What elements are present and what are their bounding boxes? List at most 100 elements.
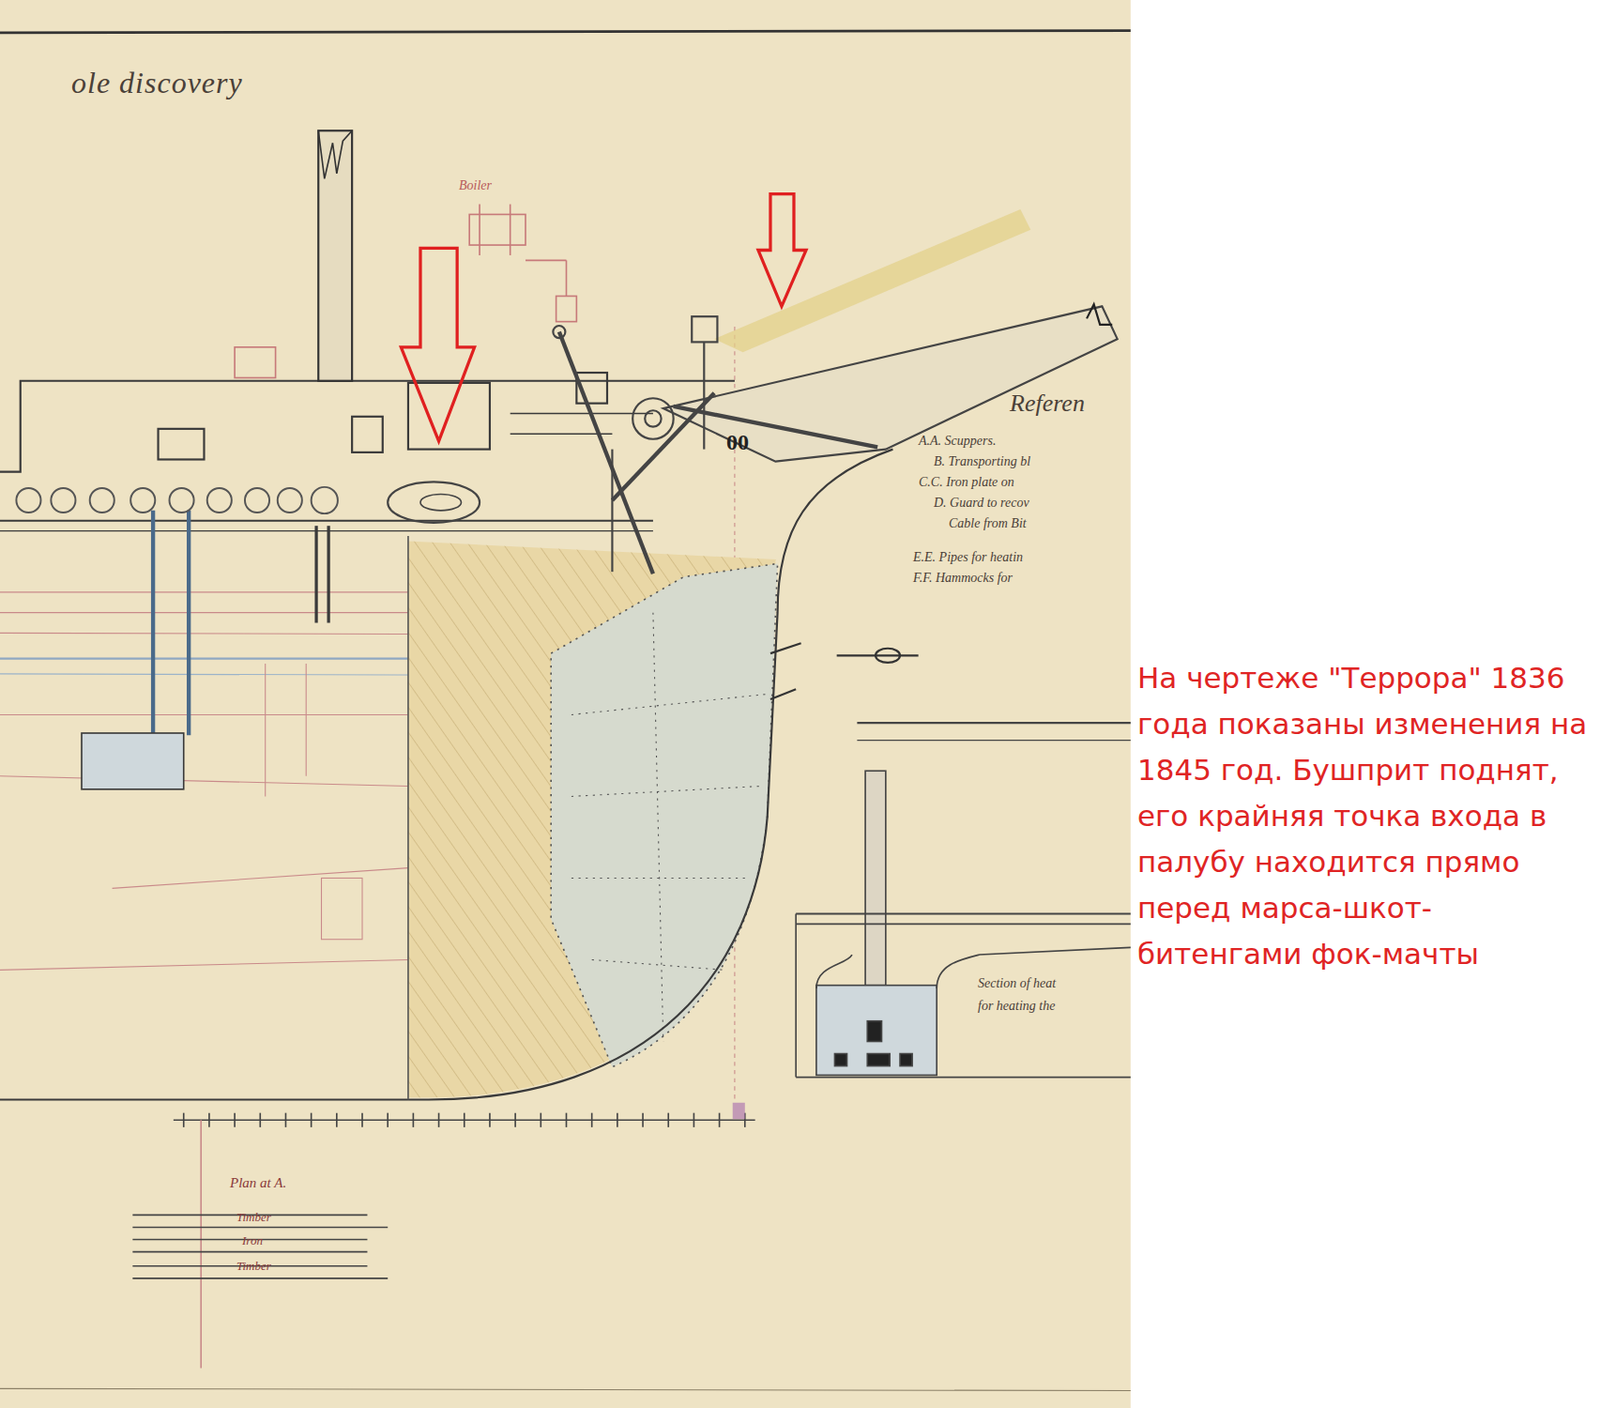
hull-bow [0,449,893,1100]
bowsprit [663,209,1118,462]
boiler-sketch [509,204,512,256]
scuttles [207,487,232,513]
scuttles [244,487,270,513]
scuttles [311,487,338,514]
legend-item: C.C. Iron plate on [918,474,1015,490]
bitts-and-rods [673,406,878,448]
deck-structure [151,510,155,735]
faint-lines [0,776,409,787]
heating-section [795,1076,1131,1079]
scale-ruler [361,1112,364,1128]
bitts-and-rods [632,397,673,440]
section-label: Section of heat [977,975,1056,991]
scale-ruler [182,1112,185,1128]
heating-section [867,1053,890,1067]
legend-item: E.E. Pipes for heatin [913,549,1023,565]
boiler-sketch [478,204,481,256]
boiler-sketch [525,259,566,262]
hardware [837,654,919,656]
material-label: Iron [242,1234,263,1249]
hardware [770,642,802,654]
bitts-and-rods [644,410,661,427]
hardware [770,642,919,700]
scale-ruler [539,1112,542,1128]
scale-ruler [693,1112,696,1128]
bitts-and-rods [611,393,715,501]
heating-section [856,739,1130,741]
deck-structure [510,412,654,415]
legend-item: F.F. Hammocks for [913,570,1013,586]
legend-item: B. Transporting bl [933,454,1031,470]
scale-ruler [310,1112,313,1128]
plan-label: Plan at A. [229,1174,287,1191]
legend-item: D. Guard to recov [933,495,1030,511]
scale-ruler [591,1112,594,1128]
scale-ruler [565,1112,568,1128]
heating-section [856,721,1130,724]
scale-ruler [233,1112,236,1128]
heating-section [795,722,1131,1077]
parchment [0,0,1131,1408]
parchment [0,0,1131,1408]
faint-lines [321,877,363,939]
faint-lines [0,959,409,970]
bitts-and-rods [552,325,565,338]
boiler-sketch [234,204,577,379]
plan-at-a [132,1119,388,1368]
scale-ruler [732,1102,746,1119]
red-arrows [400,247,474,442]
plan-at-a [132,1226,388,1229]
bitts-and-rods [610,449,613,573]
deck-structure [351,416,383,453]
scale-ruler [285,1112,288,1128]
hull-bow [571,694,766,716]
scale-ruler [173,1102,756,1128]
parchment [0,30,1131,33]
scale-ruler [386,1112,389,1128]
red-arrows [400,194,807,442]
scuttles [50,487,76,513]
heating-section [795,923,1131,926]
faint-lines [0,714,409,716]
scale-ruler [463,1112,466,1128]
funnel [318,130,352,381]
bowsprit [691,316,717,342]
heating-section [899,1053,913,1067]
hull-bow [571,877,750,879]
boiler-sketch [565,259,568,296]
scale-ruler [514,1112,517,1128]
hull-bow [592,959,725,970]
red-arrows [758,194,807,307]
heating-section [794,914,797,1078]
heating-section [834,1053,847,1067]
hull-bow [550,563,778,1067]
hardware [875,648,900,663]
boiler-sketch [234,347,275,379]
heating-section [816,954,853,989]
section-label: for heating the [977,998,1055,1014]
legend-item: A.A. Scuppers. [918,433,996,449]
scale-ruler [718,1112,721,1128]
scuttles [15,487,41,513]
bowsprit [702,341,705,449]
faint-lines [112,868,409,889]
bitts-and-rods [387,481,480,523]
bitts-and-rods [559,332,654,575]
heating-section [795,912,1131,915]
legend-item: Cable from Bit [948,516,1027,532]
deck-structure [314,525,318,623]
scuttles [15,487,338,514]
deck-structure [0,372,735,790]
heating-section [816,985,937,1076]
deck-structure [158,428,205,460]
boiler-sketch [469,213,526,245]
scuttles [277,487,303,513]
annotation-note: На чертеже "Террора" 1836 года показаны … [1137,655,1593,977]
part-label: Boiler [458,178,492,194]
legend-heading: Referen [1009,389,1085,418]
hull-bow [0,449,893,1100]
scuttles [90,487,115,513]
scale-ruler [208,1112,211,1128]
parchment [0,1387,1131,1390]
heating-section [867,1020,882,1042]
